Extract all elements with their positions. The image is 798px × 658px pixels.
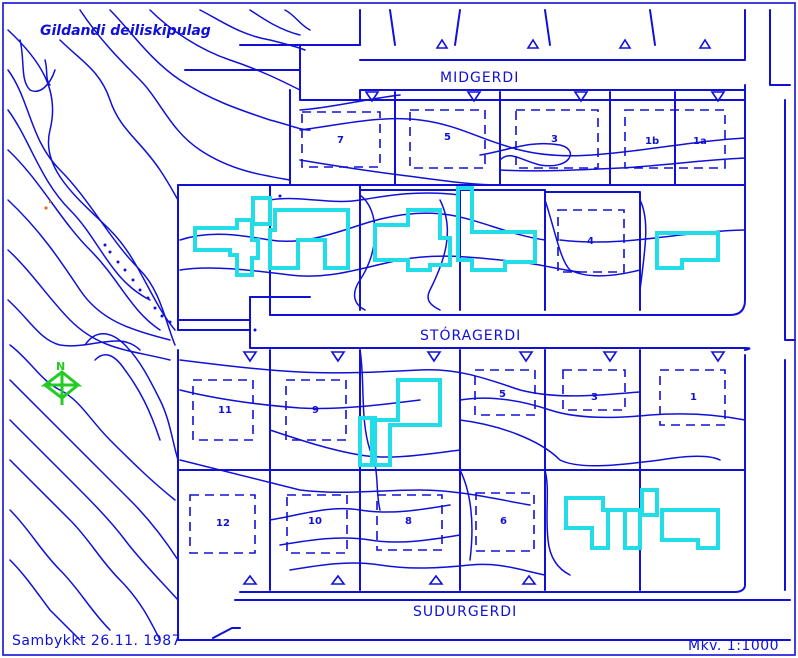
lot-number: 11 [218, 405, 232, 416]
lot-number: 9 [312, 405, 319, 416]
orange-marks [44, 200, 52, 210]
lot-number: 1b [645, 136, 659, 147]
lot-number: 1 [690, 392, 697, 403]
building-zones [189, 109, 726, 554]
lot-number: 3 [551, 134, 558, 145]
lot-number: 10 [308, 516, 322, 527]
street-midgerdi: MIDGERDI [440, 70, 519, 86]
lot-number: 8 [405, 516, 412, 527]
map-title: Gildandi deiliskipulag [40, 23, 211, 39]
lot-number: 6 [500, 516, 507, 527]
approval-date: Sambykkt 26.11. 1987 [12, 633, 181, 649]
lot-number: 12 [216, 518, 230, 529]
path-dots [103, 194, 282, 332]
lot-boundaries [177, 9, 796, 641]
lot-number: 4 [587, 236, 594, 247]
lot-number: 5 [444, 132, 451, 143]
lot-number: 5 [499, 389, 506, 400]
north-label: N [56, 360, 65, 373]
existing-buildings [193, 186, 720, 550]
footer-line [212, 627, 241, 639]
north-arrow-icon: N [40, 360, 83, 405]
lot-number: 1a [693, 136, 707, 147]
street-storagerdi: STÓRAGERDI [420, 326, 521, 344]
street-sudurgerdi: SUDURGERDI [413, 604, 517, 620]
lot-number: 7 [337, 135, 344, 146]
lot-number: 3 [591, 392, 598, 403]
contour-lines [7, 9, 746, 641]
access-markers [242, 38, 726, 585]
map-scale: Mkv. 1:1000 [688, 638, 779, 654]
